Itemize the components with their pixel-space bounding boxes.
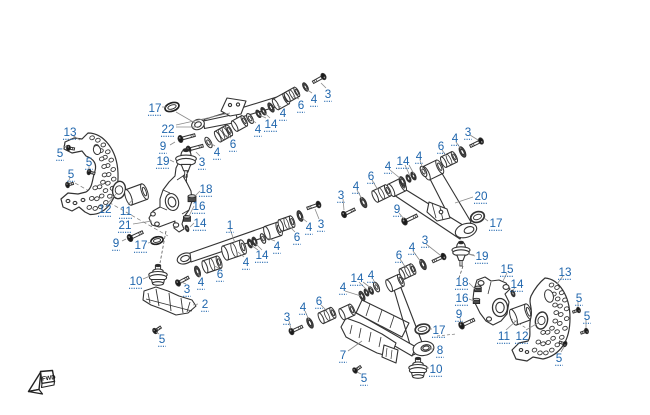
svg-text:4: 4: [280, 107, 287, 120]
svg-text:12: 12: [515, 330, 528, 343]
svg-text:6: 6: [316, 295, 323, 308]
svg-text:5: 5: [86, 156, 93, 169]
svg-text:4: 4: [368, 269, 375, 282]
svg-text:16: 16: [455, 292, 468, 305]
svg-text:16: 16: [192, 200, 205, 213]
svg-text:13: 13: [558, 266, 571, 279]
svg-text:9: 9: [394, 203, 401, 216]
svg-text:22: 22: [161, 123, 174, 136]
svg-text:4: 4: [255, 123, 262, 136]
svg-text:18: 18: [455, 276, 468, 289]
svg-text:6: 6: [217, 268, 224, 281]
svg-text:FWD: FWD: [42, 375, 57, 383]
svg-text:10: 10: [129, 275, 143, 288]
svg-text:4: 4: [300, 301, 307, 314]
svg-text:4: 4: [274, 240, 281, 253]
svg-text:3: 3: [422, 234, 429, 247]
svg-text:5: 5: [57, 147, 64, 160]
svg-text:4: 4: [243, 256, 250, 269]
svg-text:19: 19: [475, 250, 488, 263]
svg-text:4: 4: [416, 150, 423, 163]
svg-text:6: 6: [294, 231, 301, 244]
svg-text:10: 10: [429, 363, 443, 376]
svg-text:11: 11: [498, 330, 510, 343]
svg-text:9: 9: [456, 308, 463, 321]
svg-text:5: 5: [361, 372, 368, 385]
svg-text:6: 6: [298, 99, 305, 112]
svg-text:3: 3: [325, 88, 332, 101]
svg-text:3: 3: [199, 156, 206, 169]
svg-text:4: 4: [409, 241, 416, 254]
svg-text:7: 7: [340, 349, 347, 362]
svg-text:13: 13: [63, 126, 76, 139]
svg-text:14: 14: [350, 272, 364, 285]
svg-text:5: 5: [68, 168, 75, 181]
svg-text:1: 1: [227, 219, 234, 232]
svg-text:4: 4: [306, 221, 313, 234]
svg-text:3: 3: [338, 189, 345, 202]
svg-text:17: 17: [134, 239, 147, 252]
svg-text:14: 14: [193, 217, 207, 230]
svg-text:12: 12: [98, 203, 111, 216]
svg-text:4: 4: [214, 146, 221, 159]
svg-text:4: 4: [340, 281, 347, 294]
svg-text:4: 4: [198, 276, 205, 289]
svg-text:21: 21: [118, 219, 131, 232]
svg-text:3: 3: [284, 311, 291, 324]
svg-text:4: 4: [452, 132, 459, 145]
svg-text:15: 15: [500, 263, 514, 276]
svg-text:4: 4: [353, 180, 360, 193]
svg-text:9: 9: [160, 140, 167, 153]
svg-text:14: 14: [510, 278, 524, 291]
svg-text:14: 14: [255, 249, 269, 262]
svg-text:19: 19: [156, 155, 169, 168]
svg-text:3: 3: [184, 283, 191, 296]
svg-text:4: 4: [311, 93, 318, 106]
svg-text:8: 8: [437, 344, 444, 357]
svg-text:14: 14: [396, 155, 410, 168]
svg-text:5: 5: [556, 352, 563, 365]
svg-text:6: 6: [368, 170, 375, 183]
svg-text:5: 5: [576, 292, 583, 305]
svg-text:6: 6: [438, 140, 445, 153]
svg-text:20: 20: [474, 190, 488, 203]
svg-text:4: 4: [385, 160, 392, 173]
svg-text:9: 9: [113, 237, 120, 250]
svg-text:2: 2: [202, 298, 209, 311]
svg-text:5: 5: [584, 310, 591, 323]
svg-text:18: 18: [199, 183, 212, 196]
svg-text:17: 17: [432, 324, 445, 337]
svg-text:6: 6: [230, 138, 237, 151]
svg-text:6: 6: [396, 249, 403, 262]
svg-text:3: 3: [465, 126, 472, 139]
svg-text:14: 14: [264, 118, 278, 131]
svg-text:5: 5: [159, 333, 166, 346]
svg-text:11: 11: [120, 205, 132, 218]
svg-text:17: 17: [148, 102, 161, 115]
svg-text:3: 3: [318, 218, 325, 231]
svg-text:17: 17: [489, 217, 502, 230]
